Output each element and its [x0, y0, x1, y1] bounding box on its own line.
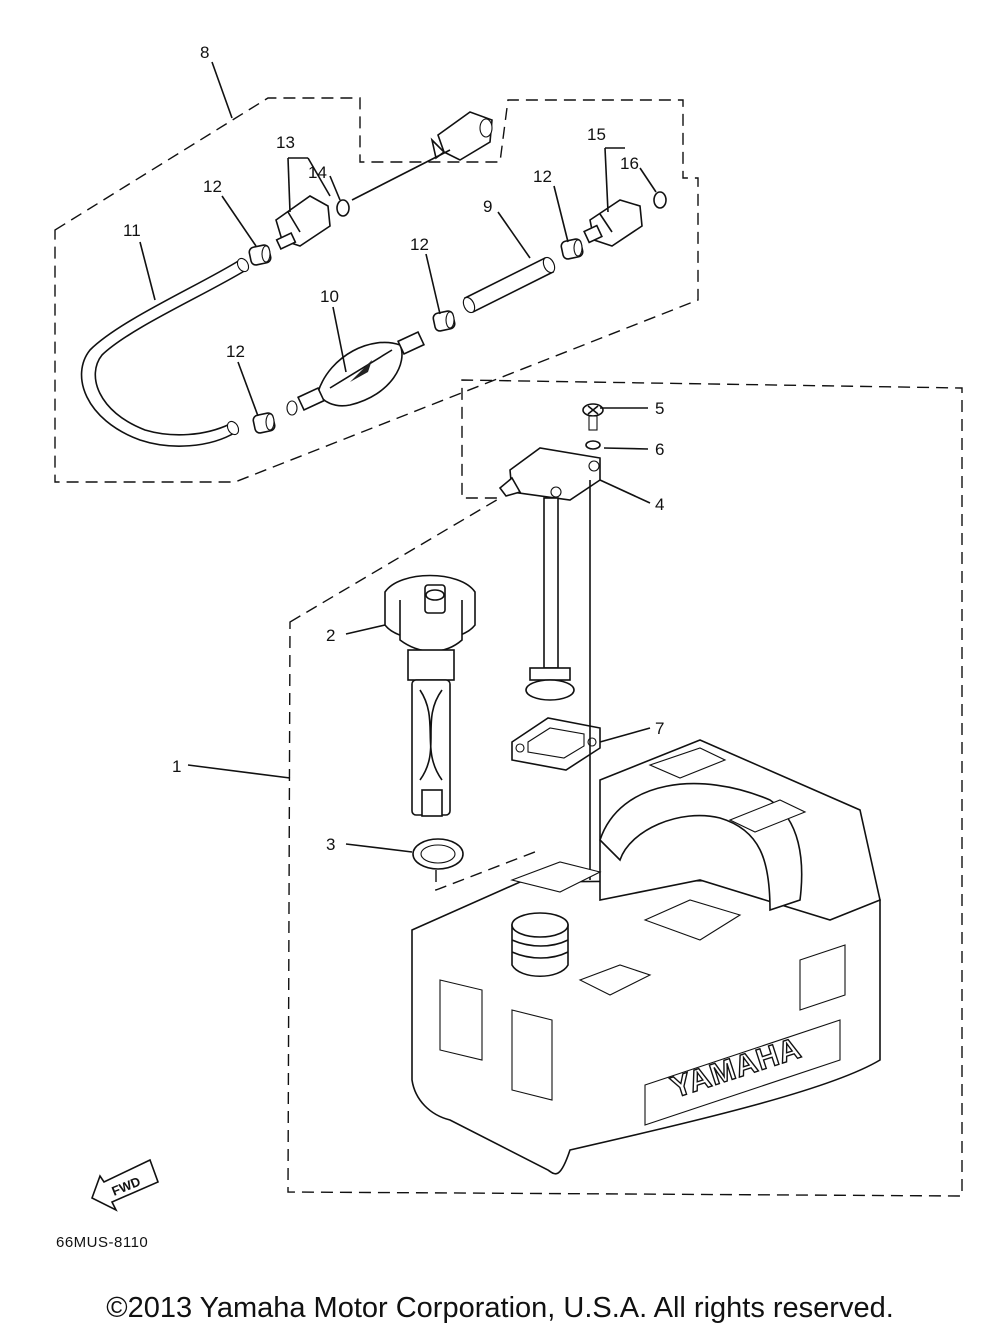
fuel-line-assembly-boundary: [54, 97, 699, 483]
primer-bulb-10: [286, 330, 425, 416]
callout-11: 11: [123, 221, 141, 240]
callout-12b: 12: [410, 235, 429, 254]
callout-6: 6: [655, 440, 664, 459]
sleeve-12d: [252, 412, 276, 434]
callout-12c: 12: [533, 167, 552, 186]
callout-14: 14: [308, 163, 327, 182]
fuel-tank: YAMAHA: [411, 739, 881, 1175]
callout-12d: 12: [226, 342, 245, 361]
callout-4: 4: [655, 495, 664, 514]
screw-5: [582, 403, 604, 431]
hose-9: [462, 256, 556, 314]
callout-16: 16: [620, 154, 639, 173]
callout-12a: 12: [203, 177, 222, 196]
callout-13: 13: [276, 133, 295, 152]
o-ring-3: [412, 838, 464, 870]
fuel-cap-2: [384, 574, 476, 817]
fuel-pickup-4: [498, 447, 601, 701]
washer-6: [585, 440, 601, 450]
tank-assembly-boundary: [287, 379, 963, 1197]
connector-13: [275, 195, 331, 250]
engine-side-connector: [430, 111, 493, 161]
sleeve-12b: [432, 310, 456, 332]
drawing-code: 66MUS-8110: [56, 1234, 148, 1251]
hose-11-inner: [94, 269, 247, 436]
callout-5: 5: [655, 399, 664, 418]
copyright-notice: ©2013 Yamaha Motor Corporation, U.S.A. A…: [106, 1292, 894, 1324]
gasket-7: [511, 717, 601, 771]
o-ring-14: [336, 199, 350, 217]
sleeve-12a: [248, 244, 272, 266]
o-ring-16: [653, 191, 667, 209]
callout-3: 3: [326, 835, 335, 854]
sleeve-12c: [560, 238, 584, 260]
callout-2: 2: [326, 626, 335, 645]
connector-15: [583, 199, 643, 247]
callout-7: 7: [655, 719, 664, 738]
callout-1: 1: [172, 757, 181, 776]
callout-10: 10: [320, 287, 339, 306]
callout-8: 8: [200, 43, 209, 62]
fwd-arrow-icon: FWD: [91, 1158, 160, 1212]
hose-11: [80, 259, 241, 447]
callout-9: 9: [483, 197, 492, 216]
callout-15: 15: [587, 125, 606, 144]
